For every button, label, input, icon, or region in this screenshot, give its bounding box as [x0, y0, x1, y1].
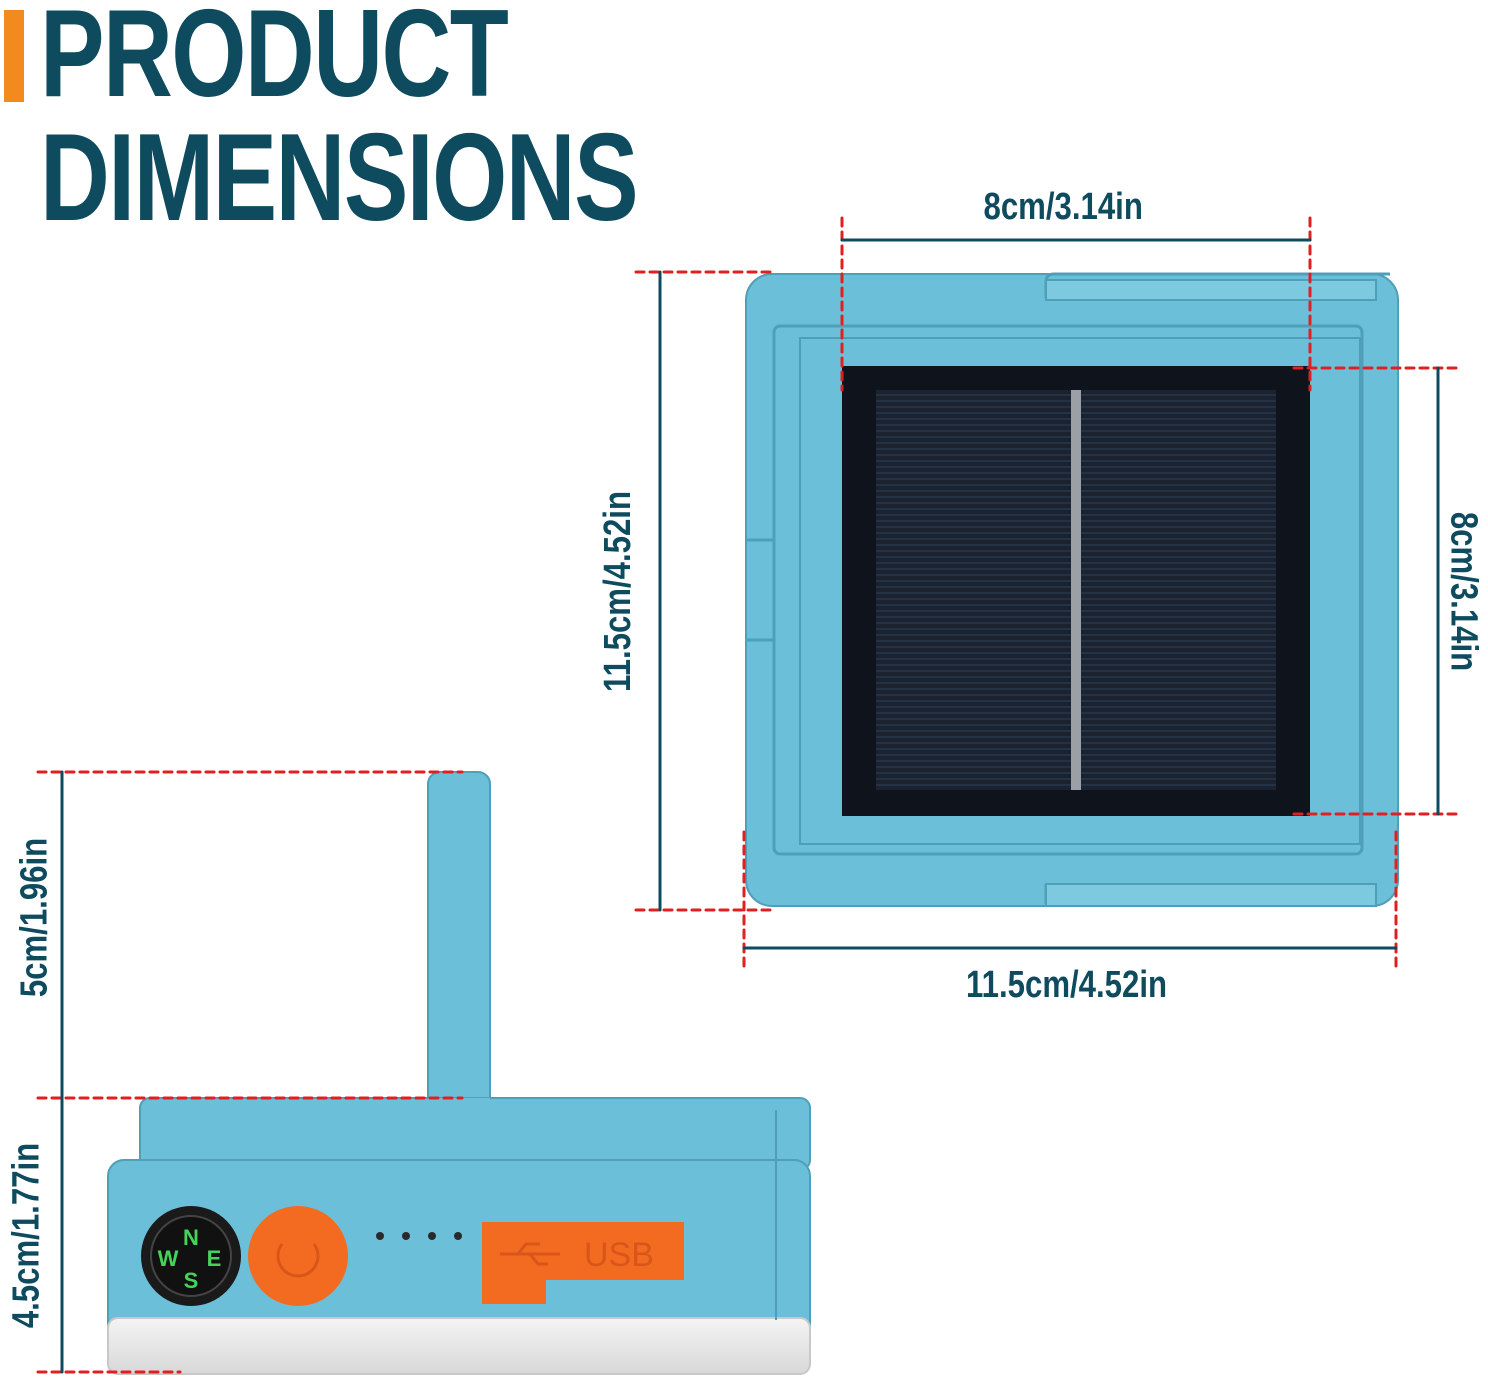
solar-panel-device [745, 272, 1399, 907]
compass-icon: N E S W [141, 1206, 241, 1306]
compass-n: N [183, 1225, 199, 1250]
dimension-panel-total-height: 11.5cm/4.52in [597, 491, 640, 692]
usb-port-cover[interactable]: USB [482, 1222, 684, 1304]
light-strip [107, 1317, 811, 1375]
power-icon [276, 1243, 320, 1278]
usb-icon [500, 1242, 560, 1266]
dimension-body-height: 4.5cm/1.77in [5, 1142, 48, 1329]
battery-indicator-dots [376, 1232, 462, 1240]
compass-s: S [184, 1268, 199, 1293]
dimension-panel-cell-width: 8cm/3.14in [983, 186, 1143, 228]
lantern-device: N E S W USB [107, 771, 811, 1375]
compass-e: E [207, 1246, 222, 1271]
dimension-handle-height: 5cm/1.96in [13, 837, 56, 998]
dimension-panel-cell-height: 8cm/3.14in [1442, 511, 1485, 672]
usb-label: USB [584, 1236, 654, 1274]
power-button[interactable] [248, 1206, 348, 1306]
page-title-line-1: PRODUCT [40, 0, 509, 123]
dimension-guides [36, 216, 1462, 1374]
dimension-panel-total-width: 11.5cm/4.52in [966, 964, 1168, 1006]
title-accent-bar [4, 10, 24, 102]
compass-w: W [158, 1246, 179, 1271]
page-title-line-2: DIMENSIONS [40, 109, 639, 247]
